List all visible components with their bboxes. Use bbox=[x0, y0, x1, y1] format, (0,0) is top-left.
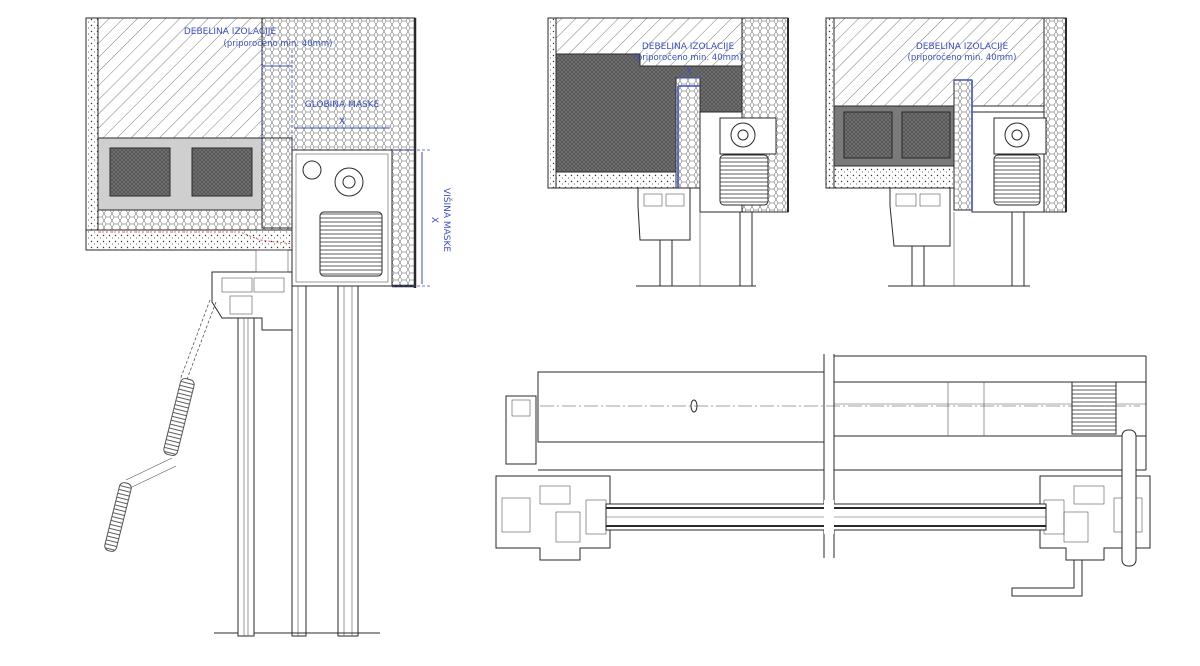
wall-reveal bbox=[291, 285, 307, 637]
insulation-note-a: (priporočeno min. 40mm) bbox=[634, 52, 743, 63]
insulation-label-b: DEBELINA IZOLACIJE bbox=[916, 42, 1009, 52]
plaster-left bbox=[85, 17, 99, 251]
roller-axle bbox=[334, 167, 364, 197]
glazing-pane bbox=[237, 317, 255, 637]
mask-depth-x: X bbox=[339, 117, 345, 127]
insulation-label-a: DEBELINA IZOLACIJE bbox=[642, 42, 735, 52]
variant-detail-b: DEBELINA IZOLACIJE (priporočeno min. 40m… bbox=[825, 17, 1067, 287]
masonry-cell-2 bbox=[191, 147, 253, 197]
guide-rail bbox=[337, 285, 359, 637]
crank-handle bbox=[104, 299, 217, 552]
mask-height-x: X bbox=[429, 217, 439, 223]
insulation-note-left: (priporočeno min. 40mm) bbox=[224, 38, 333, 49]
insulation-label-left: DEBELINA IZOLACIJE bbox=[184, 27, 277, 37]
insulation-x-a: X bbox=[686, 67, 692, 77]
mask-height-label: VIŠINA MASKE bbox=[441, 188, 453, 252]
insulation-between bbox=[261, 137, 293, 229]
variant-detail-a: DEBELINA IZOLACIJE (priporočeno min. 40m… bbox=[547, 17, 789, 287]
insulation-right bbox=[261, 17, 416, 151]
right-insulation-column bbox=[391, 149, 416, 287]
masonry-cell-1 bbox=[109, 147, 171, 197]
lintel-concrete-hatched bbox=[85, 17, 267, 139]
motor-unit bbox=[1071, 381, 1117, 435]
window-frame-profile bbox=[211, 249, 293, 637]
mask-depth-label: GLOBINA MASKE bbox=[305, 100, 380, 110]
plan-view-detail bbox=[495, 354, 1151, 597]
main-section-detail: DEBELINA IZOLACIJE (priporočeno min. 40m… bbox=[85, 17, 453, 637]
rolled-slats bbox=[319, 211, 383, 277]
insulation-note-b: (priporočeno min. 40mm) bbox=[908, 52, 1017, 63]
